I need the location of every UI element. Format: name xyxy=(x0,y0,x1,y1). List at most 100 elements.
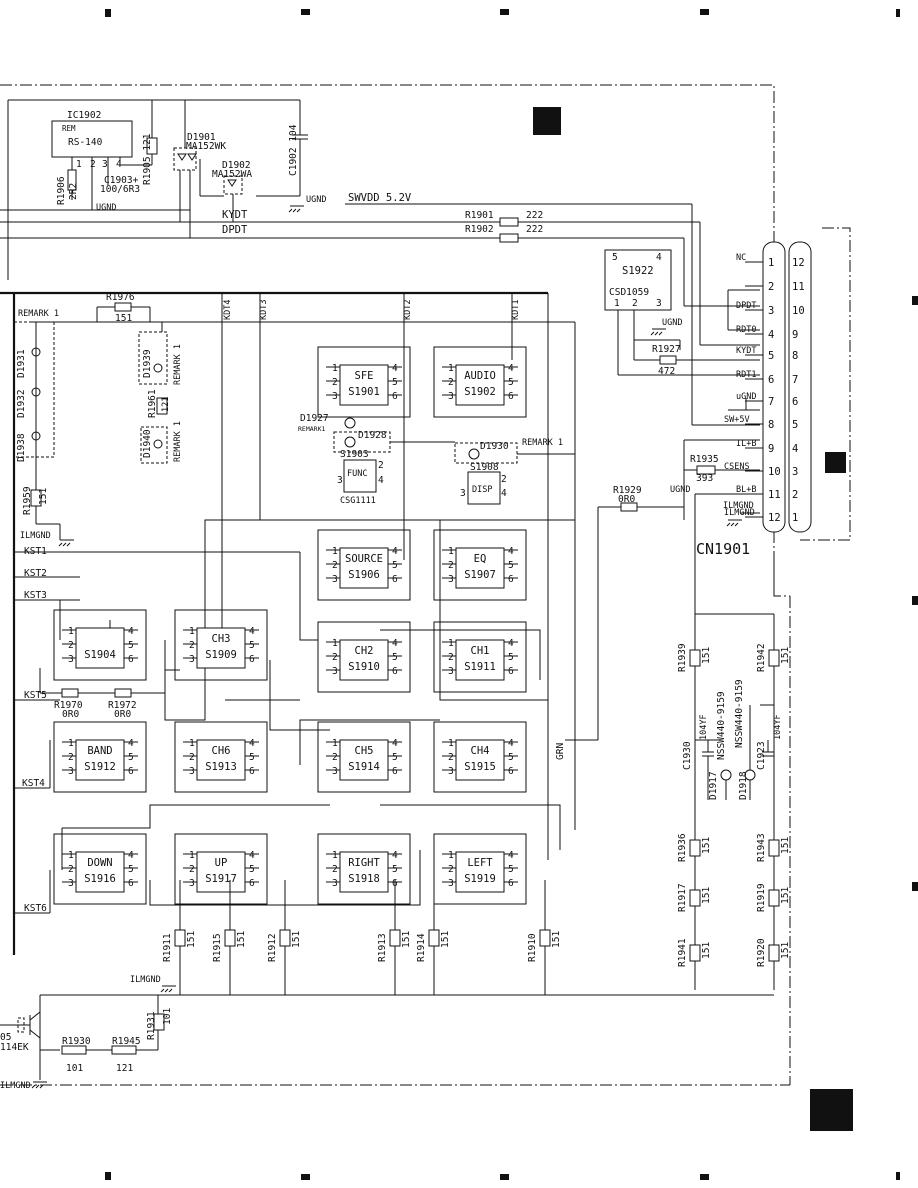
d1901-part: MA152WK xyxy=(186,141,226,152)
svg-text:5: 5 xyxy=(392,752,398,763)
svg-text:D1927: D1927 xyxy=(300,413,329,424)
s1912-name: BAND xyxy=(87,745,112,757)
r1902-ref: R1902 xyxy=(465,224,494,235)
svg-text:1: 1 xyxy=(448,363,454,374)
svg-text:4: 4 xyxy=(508,738,514,749)
svg-text:5: 5 xyxy=(508,560,514,571)
marker-box-right xyxy=(825,452,846,473)
r1976-val: 151 xyxy=(115,313,132,324)
svg-text:2: 2 xyxy=(90,159,96,170)
res-R1911: R1911 xyxy=(162,933,173,962)
marker-box-bottom xyxy=(810,1089,853,1131)
svg-text:UGND: UGND xyxy=(662,318,682,328)
ic1902-part: RS-140 xyxy=(68,137,103,148)
cn-signal-8: SW+5V xyxy=(724,415,750,425)
svg-text:3: 3 xyxy=(189,766,195,777)
svg-text:2: 2 xyxy=(68,640,74,651)
svg-text:D1938: D1938 xyxy=(16,433,27,462)
s1903-switch: FUNC S1903 CSG1111 324 xyxy=(337,449,384,506)
svg-text:R1930: R1930 xyxy=(62,1036,91,1047)
cn-pin-mate-8: 8 xyxy=(792,350,798,362)
svg-text:R1931: R1931 xyxy=(146,1011,157,1040)
cn-signal-6: RDT1 xyxy=(736,370,756,380)
svg-text:R1961: R1961 xyxy=(147,389,158,418)
svg-text:D1918: D1918 xyxy=(738,771,749,800)
cn-signal-10: CSENS xyxy=(724,462,750,472)
svg-text:4: 4 xyxy=(508,850,514,861)
svg-text:D1932: D1932 xyxy=(16,389,27,418)
grn-label: GRN xyxy=(555,743,566,760)
s1917-ref: S1917 xyxy=(205,873,237,885)
svg-text:5: 5 xyxy=(128,640,134,651)
s1915-name: CH4 xyxy=(471,745,490,757)
svg-text:121: 121 xyxy=(116,1063,133,1074)
svg-text:6: 6 xyxy=(392,666,398,677)
connector-outline xyxy=(800,227,851,541)
svg-text:1: 1 xyxy=(189,850,195,861)
kst6-label: KST6 xyxy=(24,903,47,914)
svg-text:5: 5 xyxy=(612,252,618,263)
cn-pin-12: 12 xyxy=(768,512,781,524)
kst4-label: KST4 xyxy=(22,778,45,789)
svg-text:3: 3 xyxy=(332,391,338,402)
s1922-ref: S1922 xyxy=(622,265,654,277)
s1909-name: CH3 xyxy=(212,633,231,645)
r1902-val: 222 xyxy=(526,224,543,235)
svg-text:D1931: D1931 xyxy=(16,349,27,378)
r1935-val: 393 xyxy=(696,473,713,484)
svg-text:1: 1 xyxy=(332,546,338,557)
svg-text:2: 2 xyxy=(448,752,454,763)
s1922-box xyxy=(604,249,672,311)
svg-text:3: 3 xyxy=(448,666,454,677)
svg-text:0R0: 0R0 xyxy=(114,709,131,720)
svg-text:1: 1 xyxy=(68,850,74,861)
svg-text:ILMGND: ILMGND xyxy=(723,501,754,511)
cn-pin-mate-6: 6 xyxy=(792,396,798,408)
res-R1912: R1912 xyxy=(267,933,278,962)
res-val-R1939: 151 xyxy=(701,647,712,664)
svg-text:3: 3 xyxy=(448,574,454,585)
svg-text:2: 2 xyxy=(332,752,338,763)
res-val-R1936: 151 xyxy=(701,837,712,854)
svg-text:2: 2 xyxy=(448,377,454,388)
cn-pin-5: 5 xyxy=(768,350,774,362)
svg-text:4: 4 xyxy=(392,738,398,749)
res-R1913: R1913 xyxy=(377,933,388,962)
d1902-part: MA152WA xyxy=(212,169,252,180)
s1911-name: CH1 xyxy=(471,645,490,657)
ic1902-box xyxy=(51,120,133,158)
svg-text:1: 1 xyxy=(448,850,454,861)
r1927-val: 472 xyxy=(658,366,675,377)
cn-signal-7: uGND xyxy=(736,392,756,402)
s1914-ref: S1914 xyxy=(348,761,380,773)
svg-text:ILMGND: ILMGND xyxy=(0,1081,31,1091)
res-R1917: R1917 xyxy=(677,883,688,912)
s1919-ref: S1919 xyxy=(464,873,496,885)
svg-text:NSSW440-9159: NSSW440-9159 xyxy=(716,691,727,760)
cn-pin-7: 7 xyxy=(768,396,774,408)
svg-text:KDT1: KDT1 xyxy=(511,300,521,320)
cn-signal-3: DPDT xyxy=(736,301,756,311)
cn-pin-9: 9 xyxy=(768,443,774,455)
res-val-R1919: 151 xyxy=(780,887,791,904)
r1976-ref: R1976 xyxy=(106,292,135,303)
svg-text:5: 5 xyxy=(249,752,255,763)
svg-text:101: 101 xyxy=(162,1008,173,1025)
cn-pin-3: 3 xyxy=(768,305,774,317)
cn-pin-mate-12: 12 xyxy=(792,257,805,269)
cn-pin-1: 1 xyxy=(768,257,774,269)
svg-text:D1939: D1939 xyxy=(142,349,153,378)
res-val-R1943: 151 xyxy=(780,837,791,854)
svg-text:2: 2 xyxy=(68,864,74,875)
ic1902-sub: REM xyxy=(62,124,76,133)
res-val-R1913: 151 xyxy=(401,931,412,948)
s1913-name: CH6 xyxy=(212,745,231,757)
